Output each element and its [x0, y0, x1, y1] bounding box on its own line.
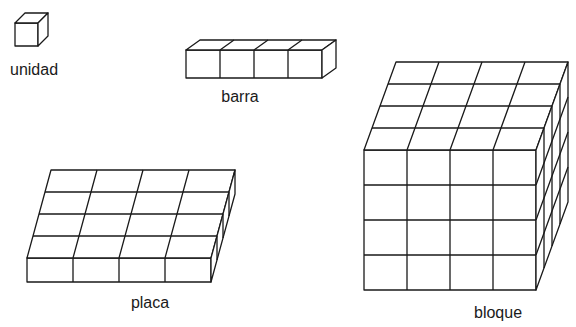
block-label: unidad [10, 61, 58, 79]
rod-of-cubes [186, 40, 336, 78]
block-label: placa [131, 294, 169, 312]
cube-of-cubes [364, 62, 568, 290]
flat-of-cubes [27, 170, 235, 282]
block-label: bloque [474, 304, 522, 322]
block-label: barra [221, 88, 258, 106]
unit-cube [15, 13, 48, 46]
